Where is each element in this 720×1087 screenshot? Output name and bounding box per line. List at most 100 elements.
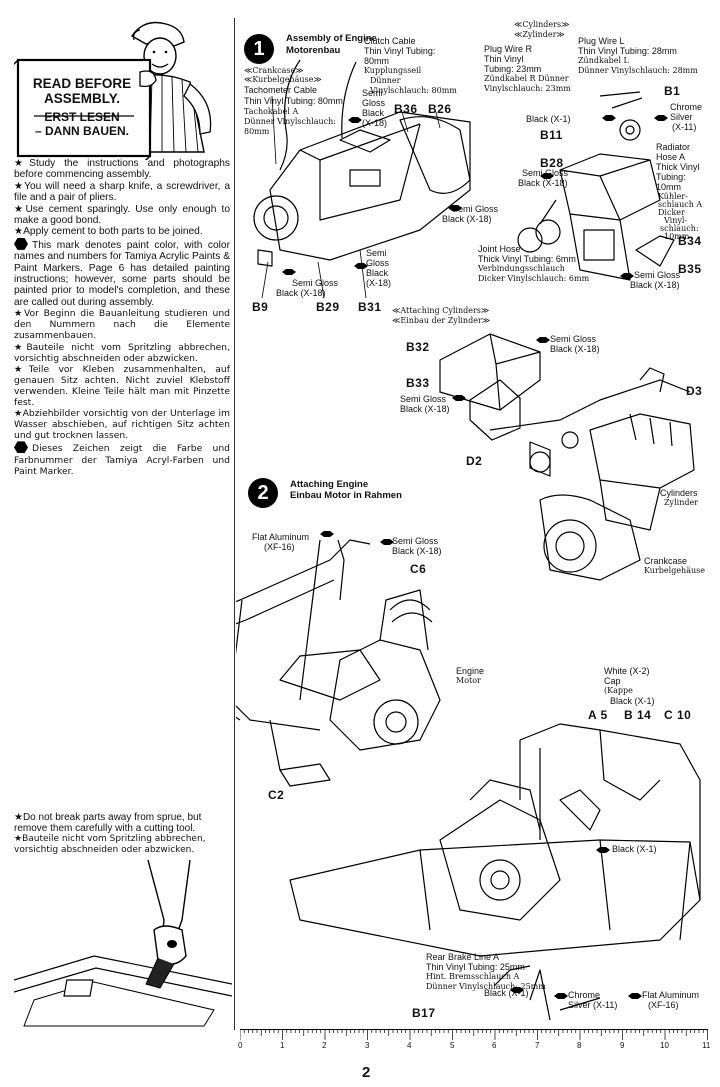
part-b33: B33 <box>406 376 430 390</box>
frame-upper <box>236 539 371 603</box>
part-b34: B34 <box>678 234 702 248</box>
notice-title-de-1: ERST LESEN <box>44 110 120 124</box>
column-divider <box>234 18 235 1030</box>
plug-wire-l-label: Plug Wire L <box>578 36 625 46</box>
black-x18-b35: Black (X-18) <box>630 280 680 290</box>
clutch-de-2: Dünner <box>370 76 401 85</box>
part-b17: B17 <box>412 1006 436 1020</box>
joint-tubing-label: Thick Vinyl Tubing: 6mm <box>478 254 576 264</box>
ruler-label-2: 2 <box>322 1041 327 1050</box>
attach-cyl-de: ≪Einbau der Zylinder≫ <box>392 316 491 325</box>
cylinders-en-label: Cylinders <box>660 488 698 498</box>
attach-cyl-en: ≪Attaching Cylinders≫ <box>392 306 490 315</box>
cylinders-tag-de: ≪Zylinder≫ <box>514 30 565 39</box>
instruction-en-1: ★Study the instructions and photographs … <box>14 158 230 181</box>
radiator-4: Tubing: <box>656 172 686 182</box>
engine-en-label: Engine <box>456 666 485 676</box>
ruler-label-9: 9 <box>620 1041 625 1050</box>
tacho-de-2: Dünner Vinylschlauch: <box>244 117 336 126</box>
radiator-de-1: Kühler- <box>658 192 688 201</box>
chrome-label-2: Chrome <box>568 990 601 1000</box>
nipper-cutting-illustration <box>14 860 232 1027</box>
clutch-tubing-label: Thin Vinyl Tubing: <box>364 46 436 56</box>
sprue-hint-de: ★Bauteile nicht vom Spritzling abbrechen… <box>14 834 206 855</box>
black-x18-b28: Black (X-18) <box>518 178 568 188</box>
instruction-en-4: ★Apply cement to both parts to be joined… <box>14 226 203 238</box>
engine-de-label: Motor <box>456 676 481 685</box>
step-2-title: Attaching Engine <box>290 479 369 490</box>
x11-label-1: (X-11) <box>672 122 697 132</box>
instruction-en-2: ★You will need a sharp knife, a screwdri… <box>14 180 230 204</box>
crankcase-de-label: Kurbelgehäuse <box>644 566 705 575</box>
joint-hose-label: Joint Hose <box>478 244 521 254</box>
instruction-en-3: ★Use cement sparingly. Use only enough t… <box>14 203 230 227</box>
silver-x11-label-2: Silver (X-11) <box>568 1000 618 1010</box>
black-x1-b14: Black (X-1) <box>612 844 657 854</box>
radiator-de-4: Vinyl- <box>664 216 688 225</box>
flat-alu-b-1: Flat Aluminum <box>642 990 700 1000</box>
part-b31: B31 <box>358 300 382 314</box>
mascot-illustration <box>14 21 212 160</box>
part-c6: C6 <box>410 562 427 576</box>
ruler-label-6: 6 <box>492 1041 497 1050</box>
plug-wire-r-tubing-2: Tubing: 23mm <box>484 64 542 74</box>
instruction-de-3: ★Teile vor Kleben zusammenhalten, auf ge… <box>14 363 230 409</box>
part-d3: D3 <box>686 384 703 398</box>
tacho-cable-label: Tachometer Cable <box>244 85 318 95</box>
notice-title-de-2: – DANN BAUEN. <box>34 124 129 138</box>
part-c2: C2 <box>268 788 285 802</box>
joint-de-1: Verbindungsschlauch <box>478 264 565 273</box>
part-b32: B32 <box>406 340 430 354</box>
sprue-hint-en: ★Do not break parts away from sprue, but… <box>14 812 202 834</box>
crankcase-en-label: Crankcase <box>644 556 688 566</box>
tacho-de-1: Tachokabel A <box>244 107 299 116</box>
semi-gloss-b9: Semi Gloss <box>292 278 339 288</box>
semi-gloss-b33: Semi Gloss <box>400 394 447 404</box>
plug-wire-r-tubing-1: Thin Vinyl <box>484 54 524 64</box>
ruler-label-8: 8 <box>577 1041 582 1050</box>
cap-label: Cap <box>604 676 621 686</box>
cap-black-label: Black (X-1) <box>610 696 655 706</box>
instruction-de-1: ★Vor Beginn die Bauanleitung studieren u… <box>14 308 230 342</box>
clutch-cable-label: Clutch Cable <box>364 36 416 46</box>
notice-title-en-2: ASSEMBLY. <box>43 91 121 106</box>
rear-brake-label: Rear Brake Line A <box>426 952 500 962</box>
radiator-5: 10mm <box>656 182 682 192</box>
flat-alu-1: Flat Aluminum <box>252 532 310 542</box>
step-1-number: 1 <box>244 34 274 64</box>
part-c10: C 10 <box>664 708 692 722</box>
ruler-label-7: 7 <box>535 1041 540 1050</box>
semi-gloss-b26: Semi Gloss <box>452 204 499 214</box>
assembly-line-drawings <box>236 59 701 1021</box>
clutch-de-1: Kupplungsseil <box>364 66 422 75</box>
sprue-hint: ★Do not break parts away from sprue, but… <box>14 812 228 856</box>
paint-mark-icon <box>14 237 28 250</box>
notice-sign-text: READ BEFORE ASSEMBLY. ERST LESEN – DANN … <box>22 76 142 138</box>
step-2-subtitle: Einbau Motor in Rahmen <box>290 490 402 501</box>
radiator-de-3: Dicker <box>658 208 685 217</box>
part-b28: B28 <box>540 156 564 170</box>
plug-wire-r-de-1: Zündkabel R Dünner <box>484 74 569 83</box>
crankcase-body <box>269 111 471 261</box>
plug-wire-l-tubing: Thin Vinyl Tubing: 28mm <box>578 46 677 56</box>
rear-brake-de-1: Hint. Bremsschlauch A <box>426 972 520 981</box>
part-a5: A 5 <box>588 708 608 722</box>
ruler-label-0: 0 <box>238 1041 243 1050</box>
plug-wire-r-label: Plug Wire R <box>484 44 533 54</box>
cylinders-block <box>589 413 695 489</box>
semi-gloss-c6: Semi Gloss <box>392 536 439 546</box>
part-b26: B26 <box>428 102 452 116</box>
black-label-b31: Black (X-18) <box>366 268 392 288</box>
ruler-label-11: 11 <box>702 1041 711 1050</box>
paint-mark-de-text: Dieses Zeichen zeigt die Farbe und Farbn… <box>14 443 230 477</box>
ruler-label-1: 1 <box>280 1041 285 1050</box>
part-b9: B9 <box>252 300 269 314</box>
paint-mark-en-text: This mark denotes paint color, with colo… <box>14 239 230 308</box>
radiator-de-6: 10mm <box>664 232 690 241</box>
part-d2: D2 <box>466 454 483 468</box>
part-b29: B29 <box>316 300 340 314</box>
gloss-label-b31: Gloss <box>366 258 390 268</box>
instructions-column: ★Study the instructions and photographs … <box>14 158 230 477</box>
cylinder-head <box>559 153 661 221</box>
part-b1: B1 <box>664 84 681 98</box>
